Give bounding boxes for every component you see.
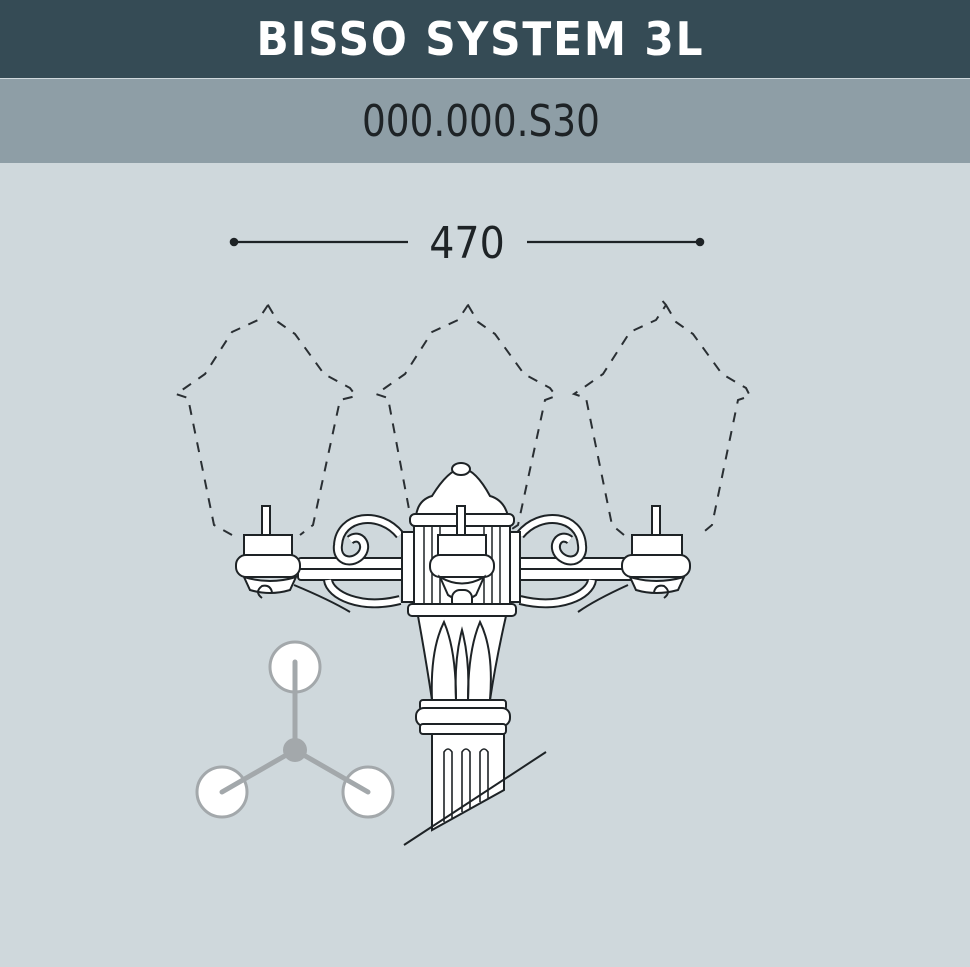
- plan-view-icon: [195, 640, 395, 819]
- dashed-lantern-outlines: [173, 297, 752, 536]
- width-dimension-label: 470: [429, 218, 505, 269]
- product-code: 000.000.S30: [362, 95, 600, 147]
- section-cut-line: [403, 751, 547, 846]
- title-band: BISSO SYSTEM 3L: [0, 0, 970, 78]
- dimension-line: [229, 237, 705, 247]
- code-band: 000.000.S30: [0, 79, 970, 163]
- product-title: BISSO SYSTEM 3L: [255, 12, 705, 66]
- lamp-crown: [235, 462, 691, 832]
